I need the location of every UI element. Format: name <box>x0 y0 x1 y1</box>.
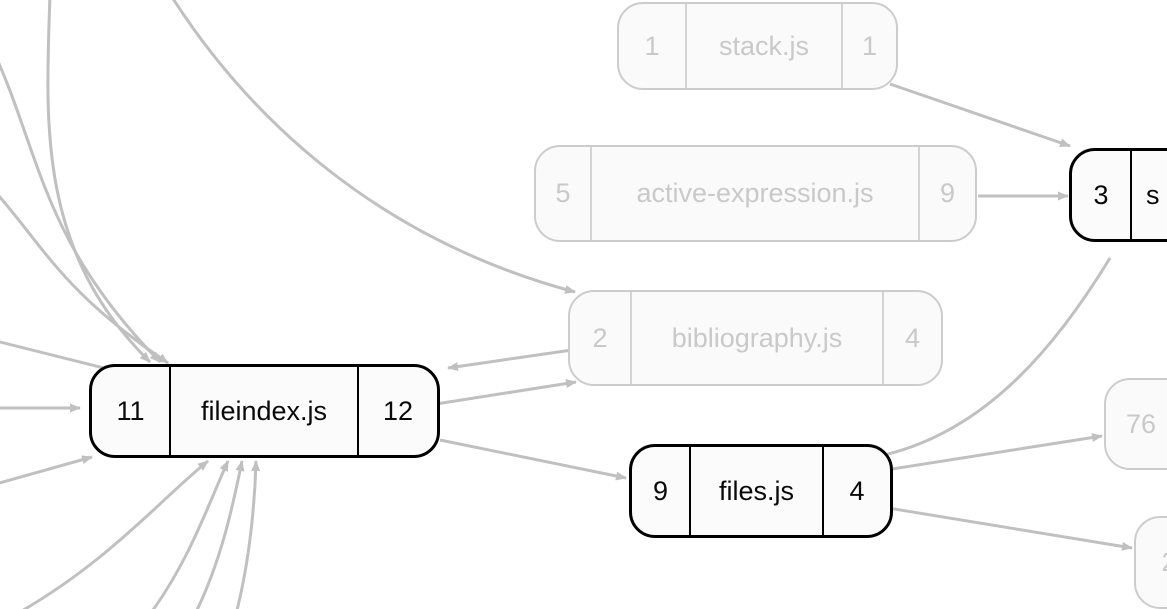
node-in-count: 5 <box>536 147 592 240</box>
node-label: fileindex.js <box>200 395 328 426</box>
node-label: files.js <box>718 475 794 506</box>
edge-topleft-into-bibliography <box>172 0 576 294</box>
graph-node-bibliography-js[interactable]: 2 bibliography.js 4 <box>568 290 943 386</box>
node-label: s <box>1146 179 1160 210</box>
graph-node-files-js[interactable]: 9 files.js 4 <box>629 444 893 538</box>
node-in-count: 76 <box>1125 408 1157 439</box>
edge-files-to-right-top <box>883 257 1112 457</box>
edge-topleft-3-into-fileindex <box>0 194 169 365</box>
graph-node-clipped-right-top[interactable]: 3 s <box>1069 148 1167 242</box>
graph-node-clipped-right-mid[interactable]: 76 <box>1104 378 1167 470</box>
node-out-count: 9 <box>918 147 975 240</box>
node-label: stack.js <box>718 30 810 61</box>
node-out-count: 12 <box>357 367 437 455</box>
node-out-count: 4 <box>882 292 941 384</box>
node-in-count: 2 <box>1136 518 1167 607</box>
edge-topleft-2-into-fileindex <box>0 62 162 364</box>
graph-node-clipped-right-bottom[interactable]: 2 <box>1134 516 1167 609</box>
edge-stack-to-right-top <box>889 82 1071 148</box>
edge-left-3-into-fileindex <box>0 455 93 485</box>
edge-files-to-right-bottom <box>887 506 1133 551</box>
graph-node-stack-js[interactable]: 1 stack.js 1 <box>617 2 898 90</box>
node-in-count: 1 <box>619 4 687 88</box>
edge-bottom-1-into-fileindex <box>22 459 209 609</box>
edge-bottom-2-into-fileindex <box>151 460 230 609</box>
edge-bibliography-to-fileindex <box>447 348 573 372</box>
node-in-count: 11 <box>92 367 171 455</box>
node-label: bibliography.js <box>671 322 843 353</box>
edge-files-to-right-mid <box>885 433 1103 472</box>
edge-bottom-4-into-fileindex <box>235 460 261 609</box>
node-in-count: 2 <box>570 292 632 384</box>
node-out-count: 1 <box>841 4 896 88</box>
node-out-count: 4 <box>822 447 890 535</box>
edge-topleft-1-into-fileindex <box>46 0 152 364</box>
node-in-count: 9 <box>632 447 691 535</box>
node-label: active-expression.js <box>636 178 874 208</box>
edge-fileindex-to-bibliography <box>435 379 577 406</box>
node-in-count: 3 <box>1072 151 1132 239</box>
edge-bottom-3-into-fileindex <box>195 460 245 609</box>
edge-fileindex-to-files <box>439 438 627 481</box>
graph-node-fileindex-js[interactable]: 11 fileindex.js 12 <box>89 364 440 458</box>
graph-node-active-expression-js[interactable]: 5 active-expression.js 9 <box>534 145 977 242</box>
